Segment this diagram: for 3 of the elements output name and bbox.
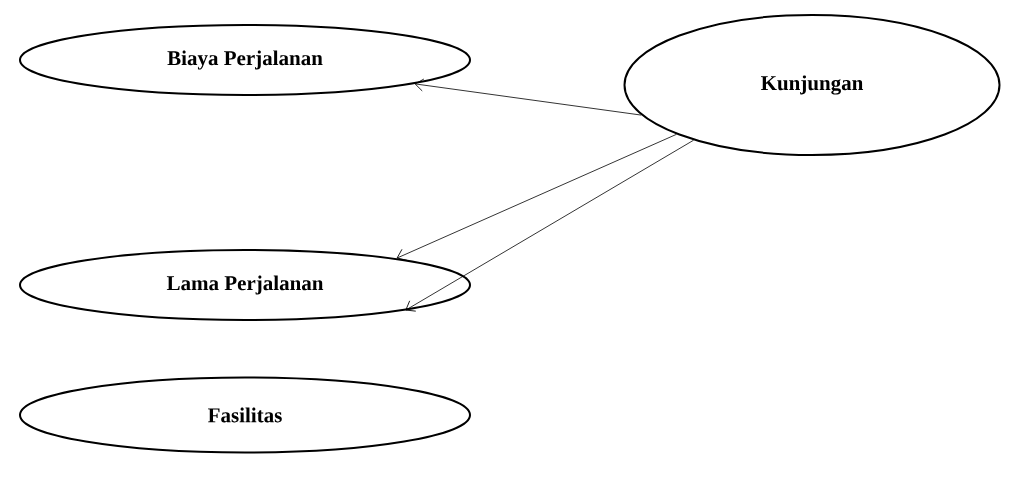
arrow	[414, 78, 642, 116]
arrow	[396, 133, 677, 261]
arrow	[405, 139, 694, 312]
